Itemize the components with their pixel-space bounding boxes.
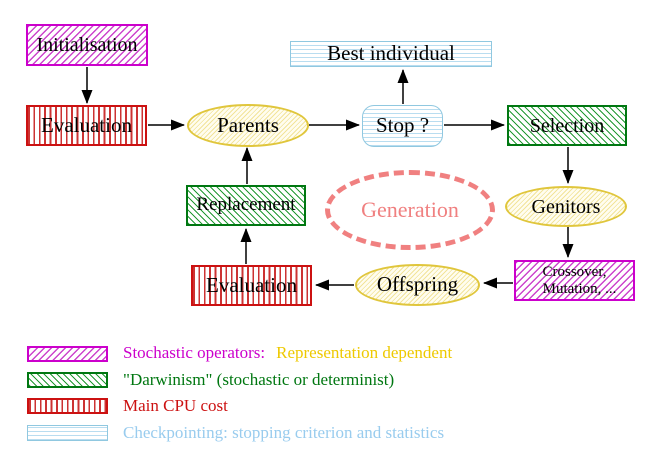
node-replacement-label: Replacement bbox=[196, 194, 296, 216]
legend-label-stochastic-operators: Stochastic operators: bbox=[123, 343, 266, 362]
node-initialisation-label: Initialisation bbox=[36, 34, 138, 56]
node-parents: Parents bbox=[187, 104, 309, 147]
node-replacement: Replacement bbox=[186, 185, 306, 226]
node-generation-label: Generation bbox=[361, 196, 459, 222]
legend-swatch-stochastic-operators bbox=[27, 346, 108, 362]
crossover-line1: Crossover, bbox=[542, 264, 607, 280]
node-initialisation: Initialisation bbox=[26, 24, 148, 66]
node-evaluation-bottom: Evaluation bbox=[191, 265, 312, 306]
node-best-individual: Best individual bbox=[290, 41, 492, 67]
node-evaluation-bottom-label: Evaluation bbox=[206, 272, 297, 297]
node-parents-label: Parents bbox=[217, 112, 279, 137]
node-genitors-label: Genitors bbox=[531, 195, 601, 218]
node-offspring: Offspring bbox=[355, 264, 480, 306]
node-offspring-label: Offspring bbox=[376, 272, 459, 297]
node-crossover-mutation-label: Crossover,Mutation, ... bbox=[533, 264, 617, 297]
node-crossover-mutation: Crossover,Mutation, ... bbox=[514, 260, 635, 301]
node-best-individual-label: Best individual bbox=[327, 41, 455, 66]
legend-swatch-darwinism bbox=[27, 372, 108, 388]
node-genitors: Genitors bbox=[505, 186, 627, 227]
node-stop: Stop ? bbox=[362, 105, 443, 147]
legend-swatch-cpu-cost bbox=[27, 398, 108, 414]
node-generation: Generation bbox=[325, 170, 495, 250]
legend-label-representation-dependent: Representation dependent bbox=[276, 343, 453, 362]
node-evaluation-top-label: Evaluation bbox=[41, 112, 132, 137]
legend-label-cpu-cost: Main CPU cost bbox=[123, 396, 228, 415]
legend-label-darwinism: "Darwinism" (stochastic or determinist) bbox=[123, 370, 395, 389]
node-stop-label: Stop ? bbox=[375, 113, 430, 138]
crossover-line2: Mutation, ... bbox=[542, 280, 617, 297]
node-selection: Selection bbox=[507, 105, 627, 146]
legend-row-stochastic: Stochastic operators: Representation depe… bbox=[123, 342, 452, 364]
node-selection-label: Selection bbox=[529, 114, 605, 137]
node-evaluation-top: Evaluation bbox=[26, 105, 147, 146]
legend-label-checkpointing: Checkpointing: stopping criterion and st… bbox=[123, 423, 445, 442]
legend-swatch-checkpointing bbox=[27, 425, 108, 441]
